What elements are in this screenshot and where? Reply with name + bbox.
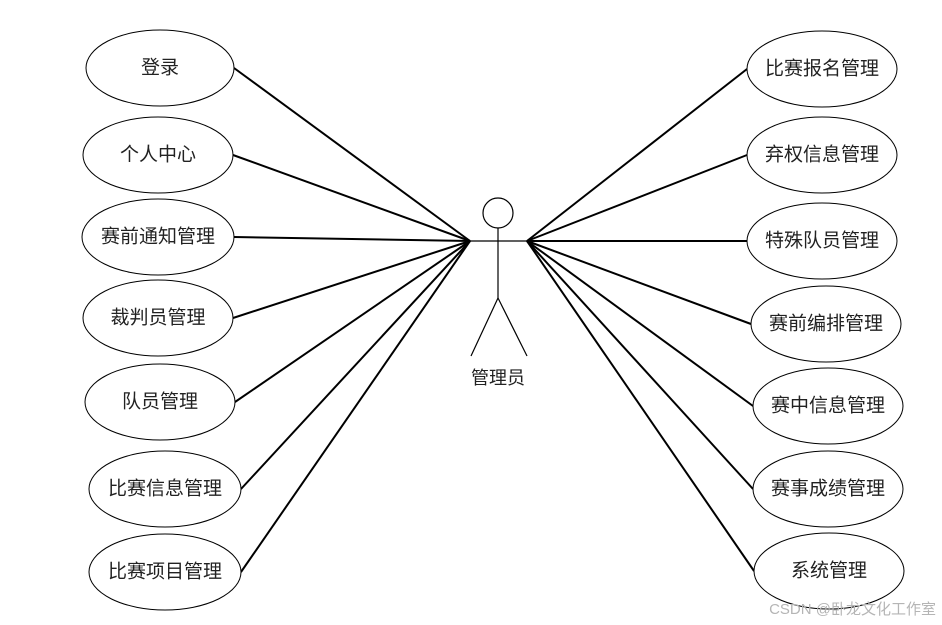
watermark: CSDN @卧龙文化工作室 <box>769 601 936 618</box>
association-line <box>526 240 754 490</box>
use-case-ellipse <box>84 363 236 441</box>
association-line <box>232 154 471 242</box>
association-line <box>233 67 471 242</box>
use-case-label: 赛事成绩管理 <box>770 477 886 500</box>
use-case-ellipse <box>746 116 898 194</box>
use-case-label: 个人中心 <box>119 143 197 166</box>
association-line <box>234 240 471 403</box>
use-case-label: 比赛项目管理 <box>107 560 223 583</box>
use-case-label: 特殊队员管理 <box>764 229 880 252</box>
association-line <box>232 240 471 319</box>
actor-left-leg <box>470 297 499 357</box>
use-case-label: 赛前通知管理 <box>100 225 216 248</box>
association-line <box>526 240 754 407</box>
use-case-label: 裁判员管理 <box>110 306 206 329</box>
association-line <box>240 240 471 573</box>
actor-label: 管理员 <box>471 368 525 389</box>
use-case-label: 比赛信息管理 <box>107 477 223 500</box>
association-line <box>233 236 471 242</box>
use-case-ellipse <box>81 198 235 276</box>
association-line <box>526 240 752 325</box>
use-case-ellipse <box>88 533 242 611</box>
use-case-label: 弃权信息管理 <box>764 143 880 166</box>
actor-head <box>482 197 514 229</box>
use-case-label: 队员管理 <box>121 390 199 413</box>
use-case-ellipse <box>746 202 898 280</box>
use-case-ellipse <box>82 279 234 357</box>
use-case-label: 系统管理 <box>790 559 868 582</box>
use-case-label: 赛前编排管理 <box>768 312 884 335</box>
association-line <box>526 240 755 572</box>
use-case-ellipse <box>752 367 904 445</box>
association-line <box>240 240 471 490</box>
use-case-ellipse <box>746 30 898 108</box>
association-line <box>526 154 748 242</box>
use-case-label: 登录 <box>140 56 180 79</box>
association-line <box>526 68 748 242</box>
use-case-ellipse <box>85 29 235 107</box>
use-case-ellipse <box>82 116 234 194</box>
use-case-ellipse <box>753 532 905 610</box>
use-case-label: 赛中信息管理 <box>770 394 886 417</box>
use-case-label: 比赛报名管理 <box>764 57 880 80</box>
use-case-ellipse <box>752 450 904 528</box>
use-case-ellipse <box>88 450 242 528</box>
actor-right-leg <box>497 297 528 357</box>
use-case-ellipse <box>750 285 902 363</box>
actor-figure <box>470 197 528 357</box>
